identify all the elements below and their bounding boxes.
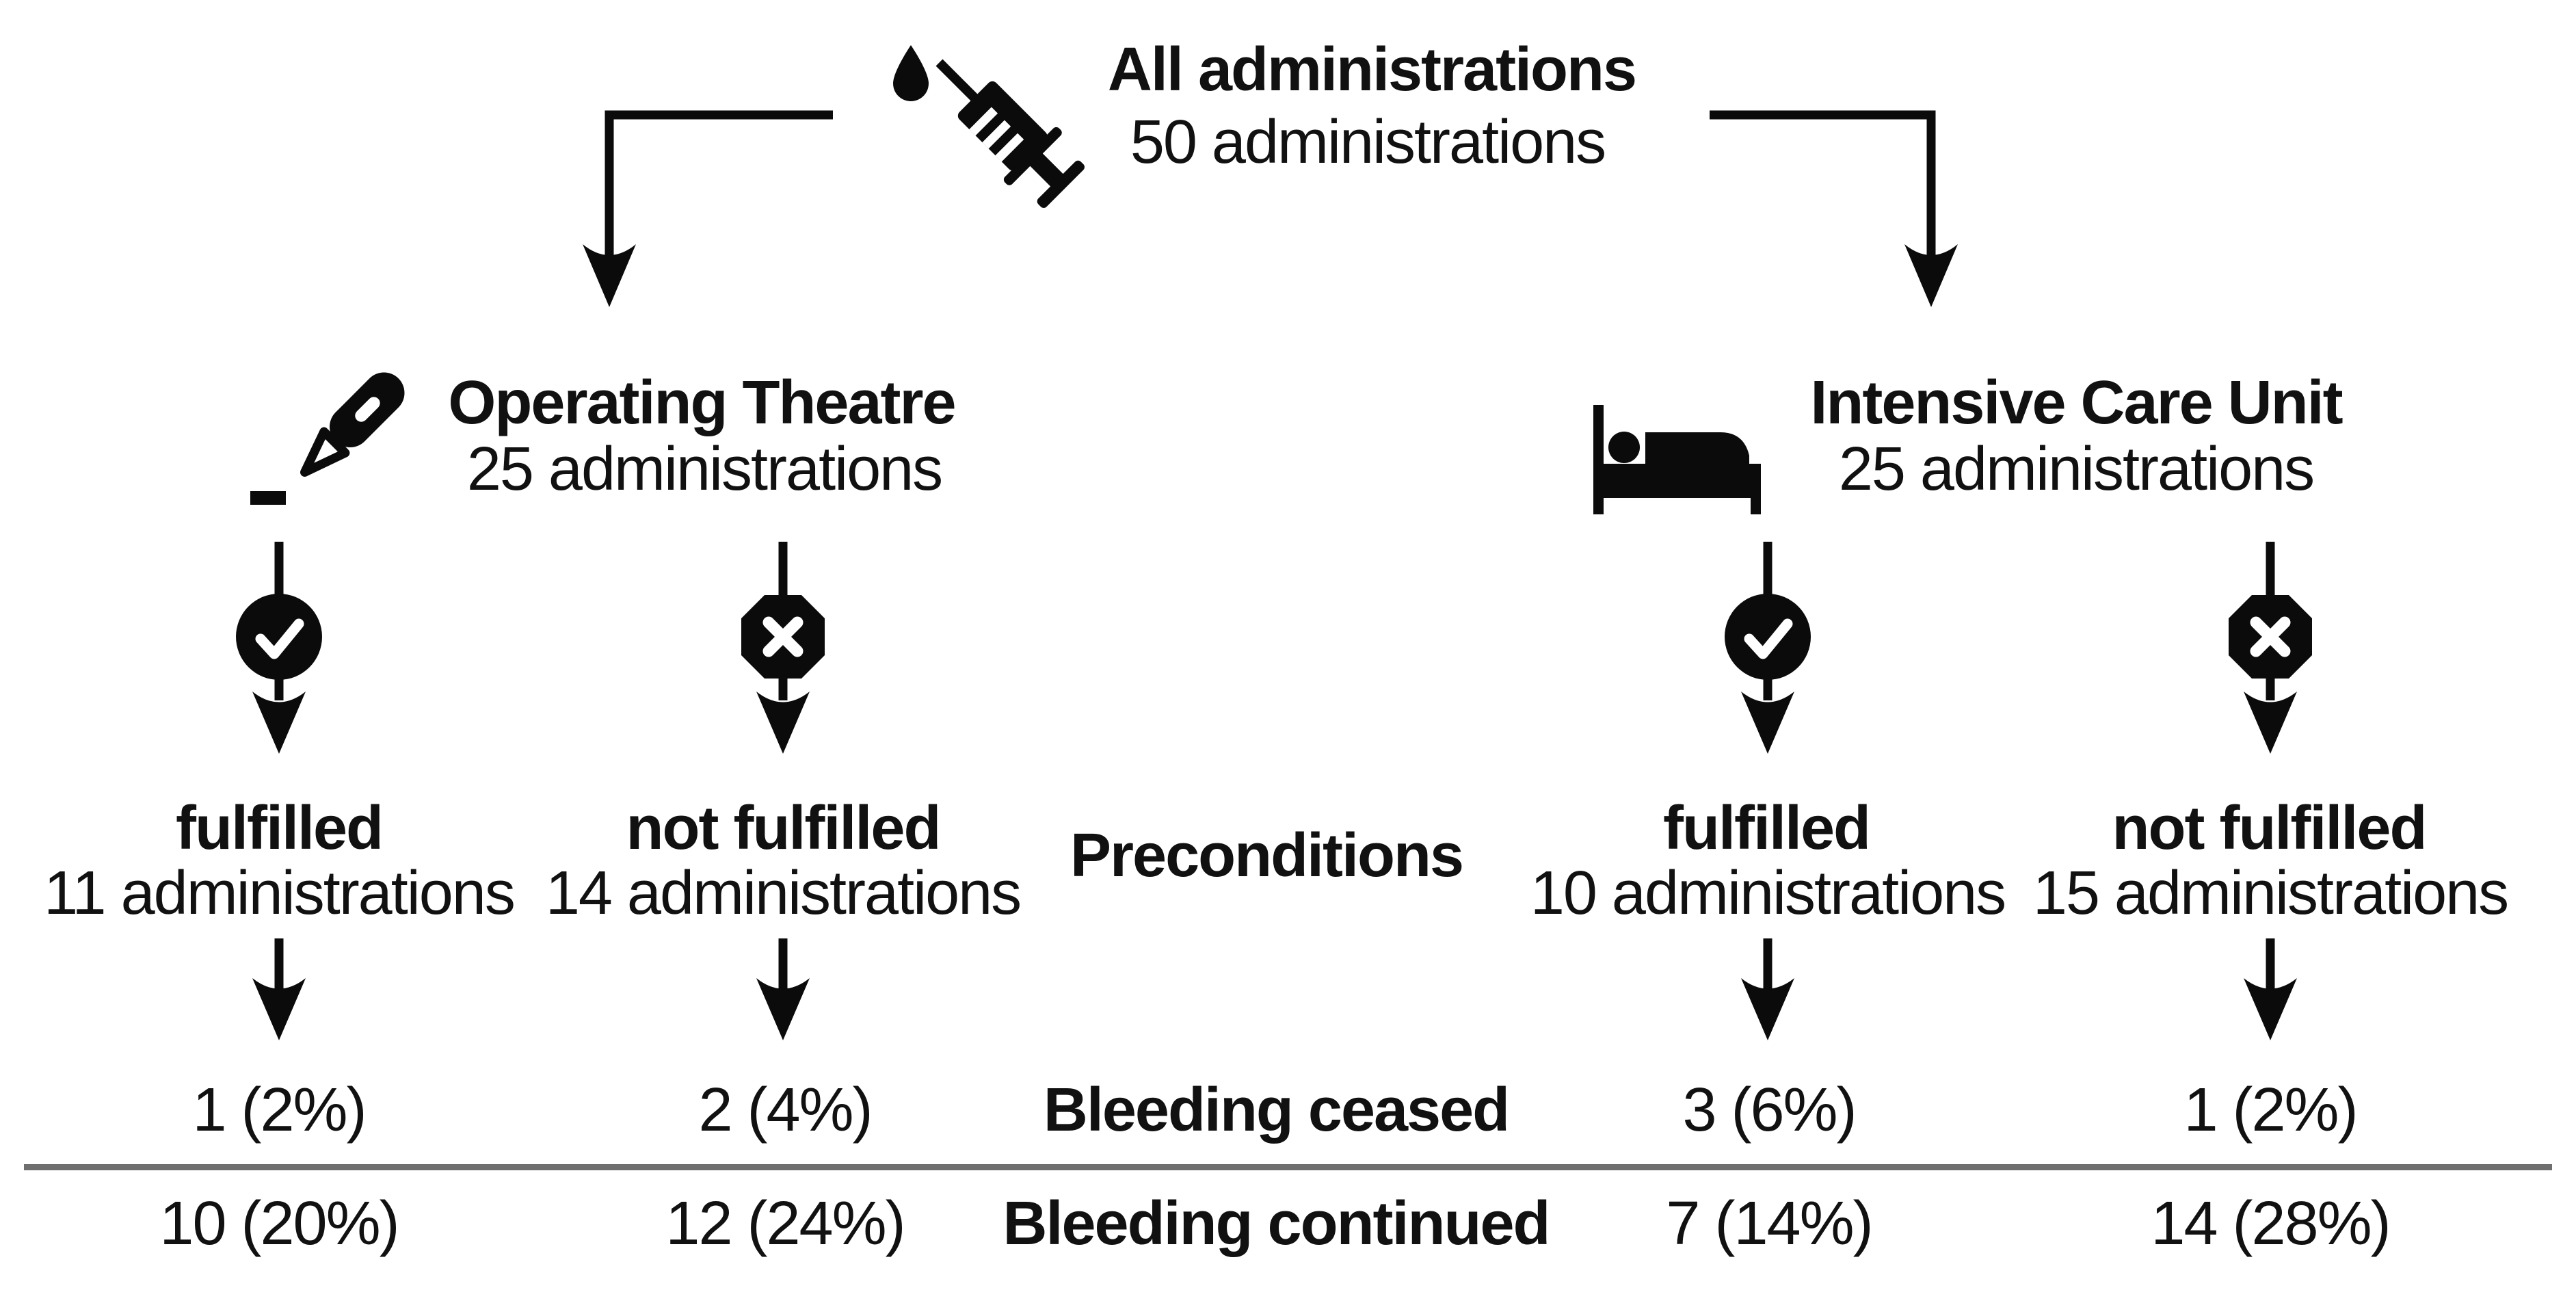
root-subtitle: 50 administrations	[1130, 108, 1606, 176]
bleeding-continued-value: 7 (14%)	[1666, 1189, 1873, 1258]
bleeding-ceased-value: 3 (6%)	[1682, 1076, 1857, 1144]
outcome-label: fulfilled	[176, 794, 384, 863]
outcome-count: 10 administrations	[1530, 859, 2006, 927]
branch-subtitle-operating-theatre: 25 administrations	[466, 435, 943, 503]
outcome-label: not fulfilled	[2112, 794, 2428, 863]
syringe-icon	[893, 45, 1085, 208]
bleeding-continued-value: 12 (24%)	[665, 1189, 905, 1258]
bleeding-continued-value: 10 (20%)	[159, 1189, 399, 1258]
check-circle-icon	[236, 594, 322, 680]
cross-octagon-icon	[741, 595, 825, 679]
precondition-stem-lines	[274, 542, 2275, 700]
bleeding-continued-value: 14 (28%)	[2151, 1189, 2391, 1258]
bleeding-ceased-label: Bleeding ceased	[1043, 1076, 1510, 1144]
bleeding-ceased-value: 1 (2%)	[2183, 1076, 2358, 1144]
bleeding-continued-label: Bleeding continued	[1002, 1189, 1550, 1258]
outcome-count: 11 administrations	[44, 859, 516, 927]
outcome-label: fulfilled	[1663, 794, 1871, 863]
outcome-label: not fulfilled	[626, 794, 942, 863]
branch-title-operating-theatre: Operating Theatre	[448, 369, 956, 437]
bed-icon	[1593, 405, 1761, 514]
outcome-arrowheads	[252, 978, 2297, 1040]
root-branch-arrowheads	[583, 244, 1958, 307]
preconditions-label: Preconditions	[1070, 821, 1464, 890]
root-branch-elbows	[605, 110, 1936, 264]
cross-octagon-icon	[2229, 595, 2312, 679]
precondition-arrowheads	[252, 692, 2297, 754]
root-title: All administrations	[1107, 36, 1637, 104]
outcome-count: 14 administrations	[545, 859, 1022, 927]
branch-title-intensive-care-unit: Intensive Care Unit	[1810, 369, 2343, 437]
outcome-count: 15 administrations	[2032, 859, 2509, 927]
row-divider-line	[24, 1164, 2552, 1170]
scalpel-icon	[250, 372, 405, 505]
bleeding-ceased-value: 1 (2%)	[192, 1076, 367, 1144]
outcome-stem-lines	[274, 938, 2275, 990]
check-circle-icon	[1725, 594, 1811, 680]
branch-subtitle-intensive-care-unit: 25 administrations	[1838, 435, 2315, 503]
bleeding-ceased-value: 2 (4%)	[698, 1076, 873, 1144]
